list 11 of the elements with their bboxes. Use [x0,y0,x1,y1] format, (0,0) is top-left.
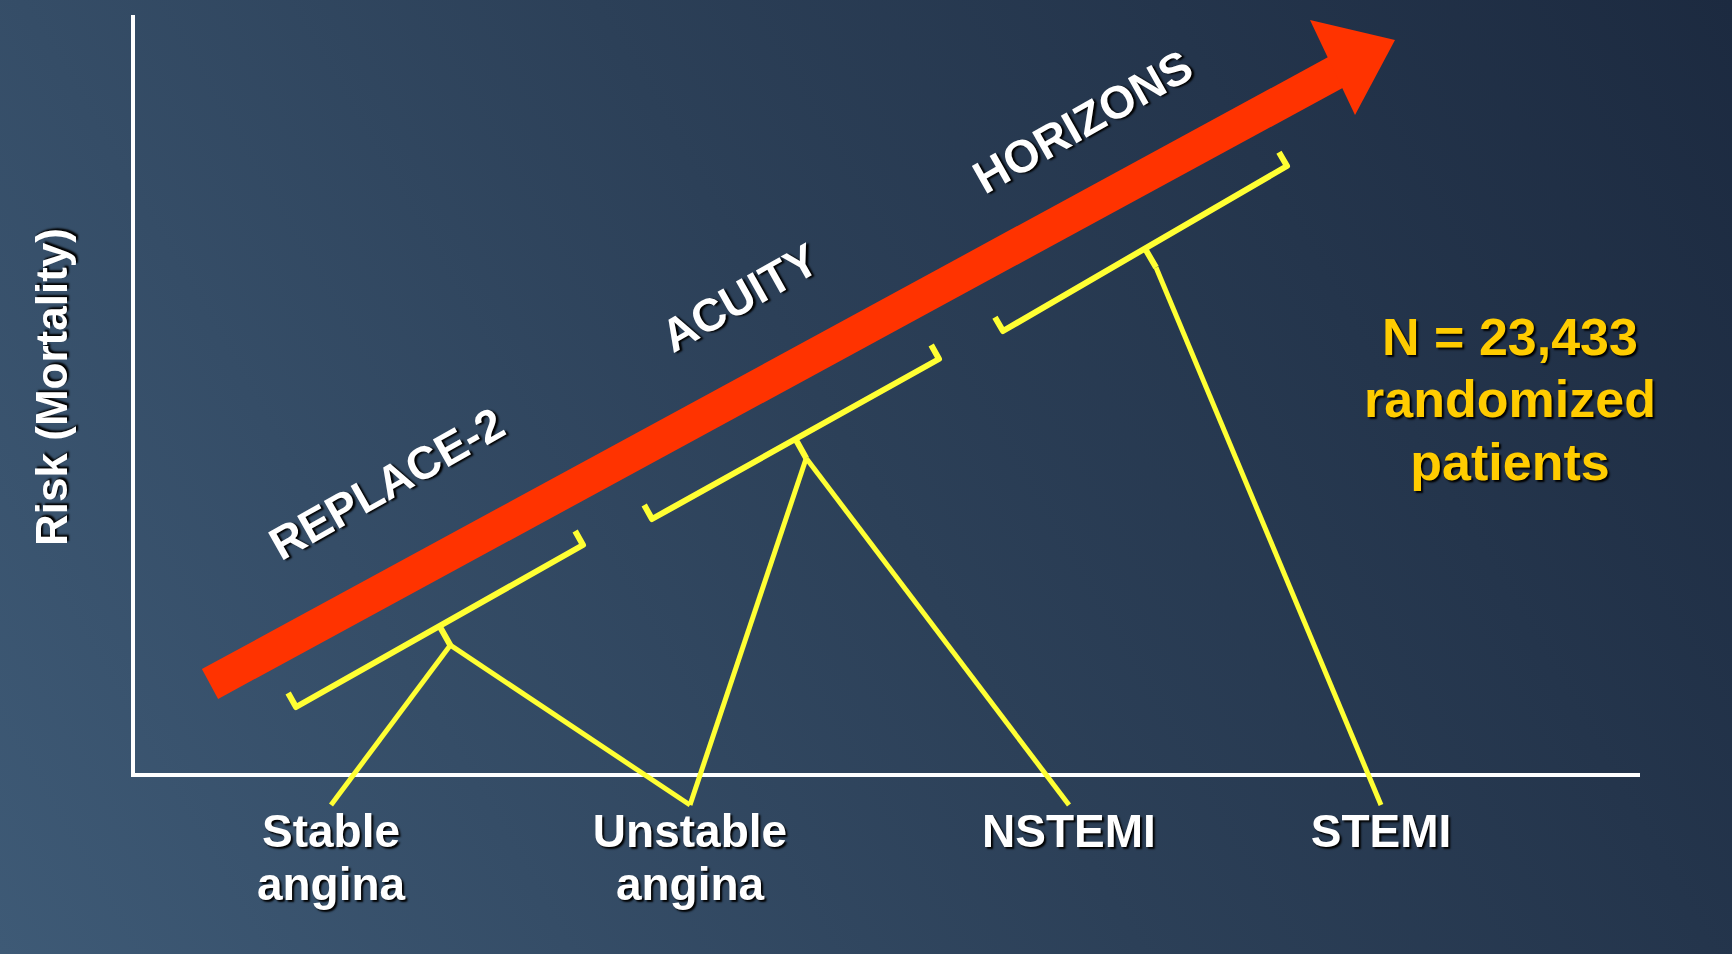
connector-line [687,457,809,806]
connector-line [804,456,1071,807]
category-label: Stable angina [221,805,441,911]
category-label: Unstable angina [540,805,840,911]
category-label: STEMI [1310,805,1452,858]
connector-line [448,643,692,808]
connector-line [329,643,453,807]
sample-size-note: N = 23,433 randomized patients [1363,307,1657,494]
category-label: NSTEMI [982,805,1156,858]
connector-line [1153,266,1384,806]
axis-title: Risk (Mortality) [25,228,77,546]
